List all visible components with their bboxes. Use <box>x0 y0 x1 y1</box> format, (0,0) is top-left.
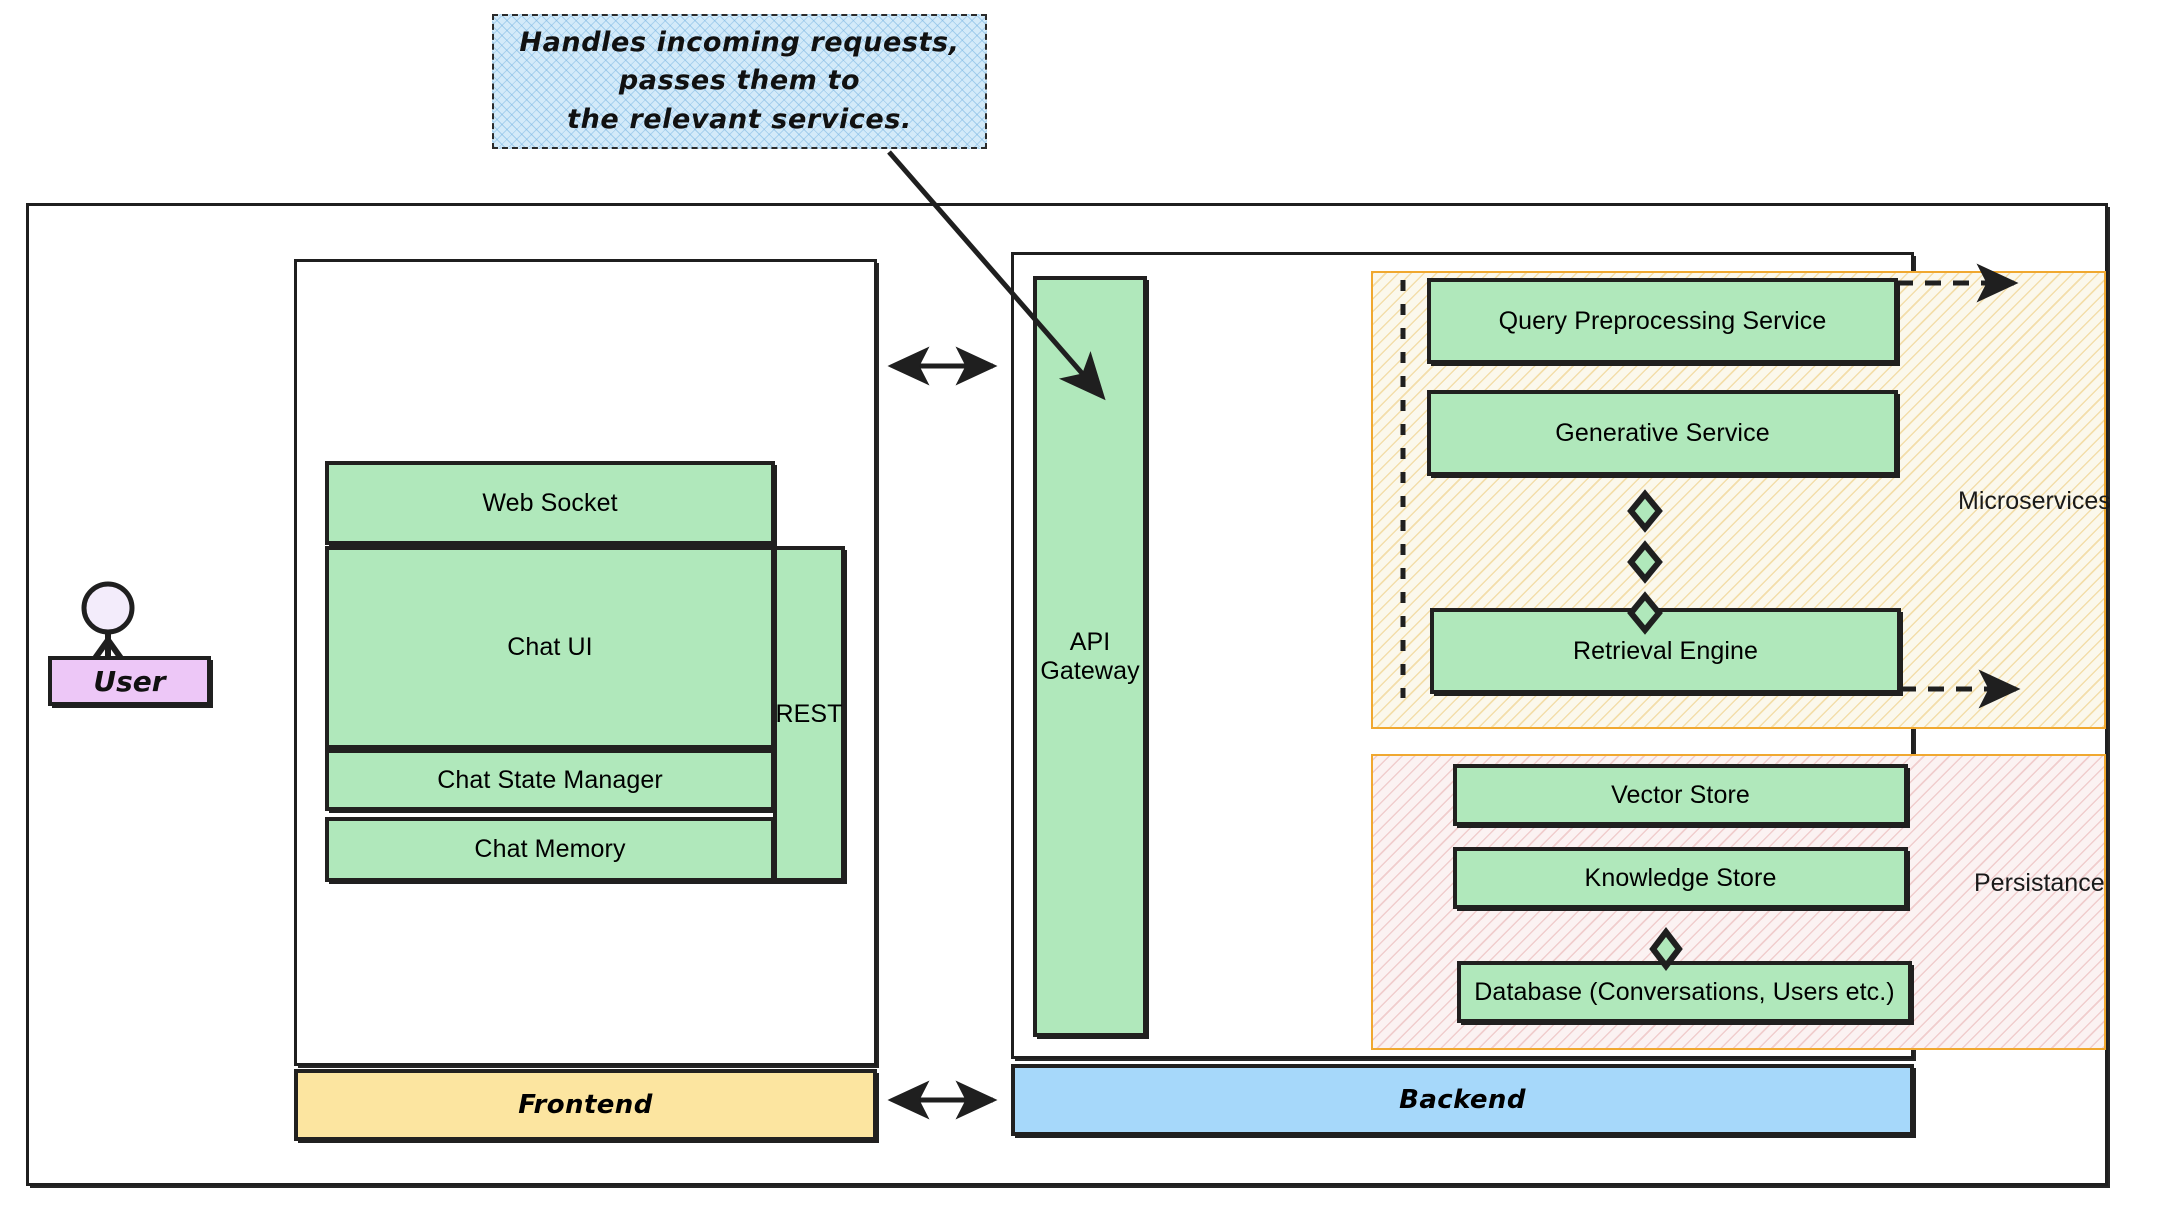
node-retrieval-engine[interactable]: Retrieval Engine <box>1430 608 1901 694</box>
backend-bar[interactable]: Backend <box>1011 1064 1914 1136</box>
node-chat-ui-label: Chat UI <box>507 633 593 662</box>
frontend-bar-label: Frontend <box>518 1090 653 1120</box>
node-web-socket[interactable]: Web Socket <box>325 461 775 545</box>
backend-bar-label: Backend <box>1399 1085 1526 1115</box>
frontend-bar[interactable]: Frontend <box>294 1069 877 1141</box>
node-knowledge-store-label: Knowledge Store <box>1584 863 1777 892</box>
node-api-gateway-line-1: API <box>1069 627 1111 656</box>
node-database-label: Database (Conversations, Users etc.) <box>1474 977 1895 1006</box>
node-chat-state-manager-label: Chat State Manager <box>437 765 663 794</box>
node-query-preprocessing-service[interactable]: Query Preprocessing Service <box>1427 278 1898 364</box>
node-generative-service[interactable]: Generative Service <box>1427 390 1898 476</box>
node-query-preprocessing-service-label: Query Preprocessing Service <box>1498 306 1827 335</box>
node-chat-ui[interactable]: Chat UI <box>325 546 775 749</box>
node-chat-memory-label: Chat Memory <box>474 835 626 864</box>
node-api-gateway[interactable]: API Gateway <box>1033 276 1147 1037</box>
node-rest-label: REST <box>775 699 843 728</box>
note-line-1: Handles incoming requests, <box>519 27 960 58</box>
node-vector-store-label: Vector Store <box>1611 780 1750 809</box>
node-rest[interactable]: REST <box>773 546 845 882</box>
node-knowledge-store[interactable]: Knowledge Store <box>1453 847 1908 909</box>
node-chat-memory[interactable]: Chat Memory <box>325 817 775 882</box>
region-microservices-label: Microservices <box>1958 487 2111 515</box>
actor-user-label: User <box>48 656 211 706</box>
node-api-gateway-line-2: Gateway <box>1040 656 1140 685</box>
note-api-gateway: Handles incoming requests, passes them t… <box>492 14 987 149</box>
region-persistance-label: Persistance <box>1974 869 2105 897</box>
note-line-2: passes them to <box>618 65 861 97</box>
node-generative-service-label: Generative Service <box>1555 418 1770 447</box>
node-chat-state-manager[interactable]: Chat State Manager <box>325 749 775 811</box>
node-web-socket-label: Web Socket <box>482 488 618 517</box>
actor-user-text: User <box>93 664 166 698</box>
node-database[interactable]: Database (Conversations, Users etc.) <box>1457 961 1912 1023</box>
node-vector-store[interactable]: Vector Store <box>1453 764 1908 826</box>
note-line-3: the relevant services. <box>567 103 912 135</box>
node-retrieval-engine-label: Retrieval Engine <box>1572 636 1759 665</box>
